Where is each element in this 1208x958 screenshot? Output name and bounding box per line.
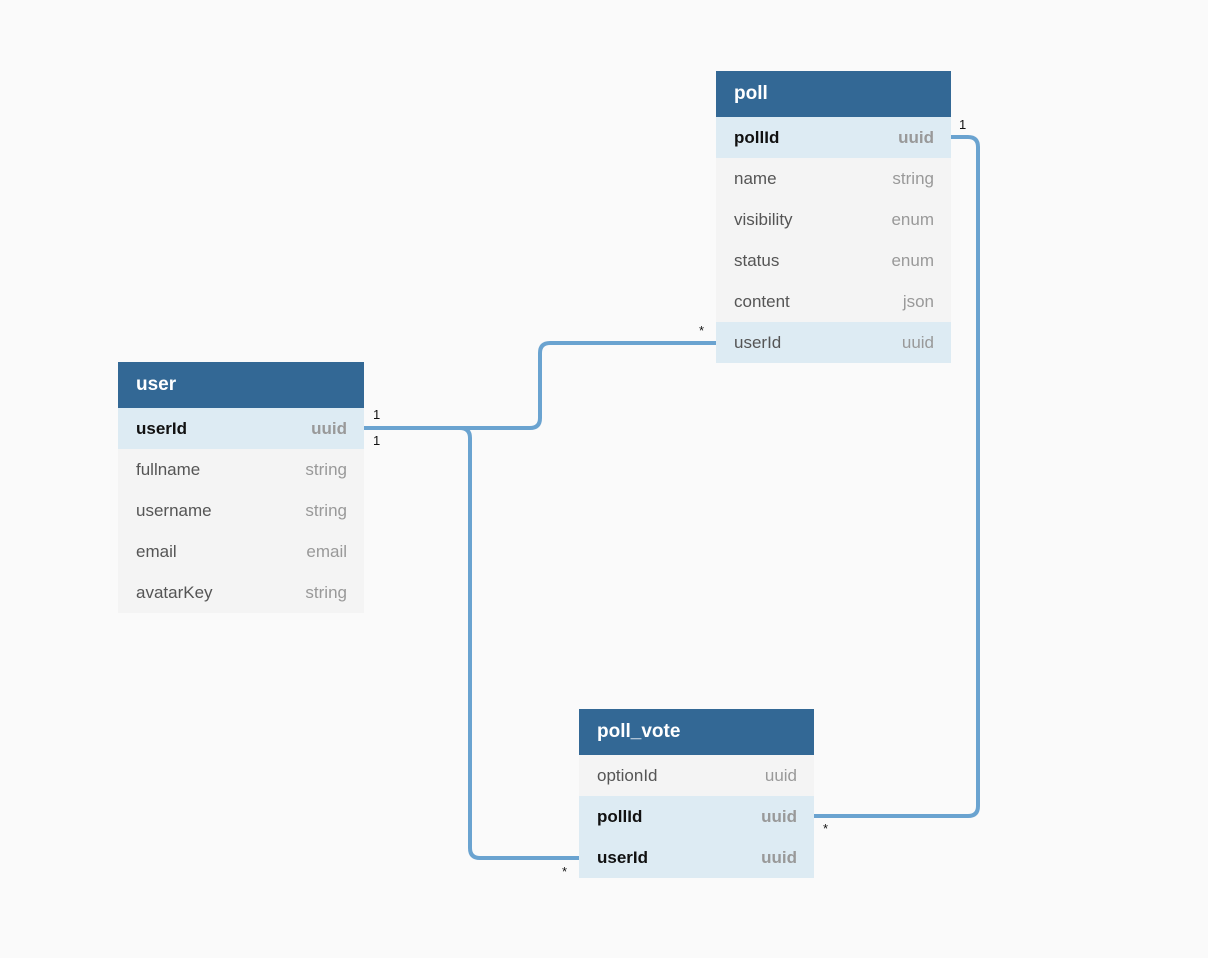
column-type: uuid xyxy=(761,847,797,867)
column-type: uuid xyxy=(311,418,347,438)
table-poll-vote[interactable]: poll_vote optionId uuid pollId uuid userId uu… xyxy=(579,709,814,878)
relation-user-poll[interactable] xyxy=(362,341,718,430)
table-row[interactable]: username string xyxy=(118,490,364,531)
table-rows-user: userId uuid fullname string username string em… xyxy=(118,408,364,613)
column-name: status xyxy=(734,250,780,270)
column-type: json xyxy=(902,291,934,311)
relation-poll-poll-vote[interactable] xyxy=(812,135,980,818)
relation-user-poll-vote[interactable] xyxy=(362,426,581,860)
column-name: optionId xyxy=(597,765,658,785)
column-name: username xyxy=(136,500,212,520)
column-type: string xyxy=(305,459,347,479)
column-type: string xyxy=(305,582,347,602)
column-type: uuid xyxy=(898,127,934,147)
column-type: uuid xyxy=(761,806,797,826)
table-row[interactable]: optionId uuid xyxy=(579,755,814,796)
table-row[interactable]: name string xyxy=(716,158,951,199)
cardinality-user-poll-from: 1 xyxy=(373,407,380,422)
column-type: enum xyxy=(891,250,934,270)
cardinality-poll-poll-vote-from: 1 xyxy=(959,117,966,132)
table-rows-poll-vote: optionId uuid pollId uuid userId uuid xyxy=(579,755,814,878)
column-name: avatarKey xyxy=(136,582,213,602)
table-row[interactable]: content json xyxy=(716,281,951,322)
table-user[interactable]: user userId uuid fullname string username str… xyxy=(118,362,364,613)
column-type: string xyxy=(892,168,934,188)
column-type: email xyxy=(306,541,347,561)
table-row[interactable]: fullname string xyxy=(118,449,364,490)
table-row[interactable]: pollId uuid xyxy=(716,117,951,158)
column-name: name xyxy=(734,168,777,188)
table-row[interactable]: visibility enum xyxy=(716,199,951,240)
table-row[interactable]: userId uuid xyxy=(118,408,364,449)
column-name: visibility xyxy=(734,209,793,229)
column-type: uuid xyxy=(764,765,797,785)
cardinality-user-poll-vote-from: 1 xyxy=(373,433,380,448)
table-row[interactable]: pollId uuid xyxy=(579,796,814,837)
cardinality-user-poll-vote-to: * xyxy=(562,864,567,879)
table-row[interactable]: email email xyxy=(118,531,364,572)
column-name: userId xyxy=(136,418,188,438)
column-name: fullname xyxy=(136,459,201,479)
table-row[interactable]: userId uuid xyxy=(716,322,951,363)
column-type: string xyxy=(305,500,347,520)
table-header-user[interactable]: user xyxy=(118,362,364,408)
table-header-poll[interactable]: poll xyxy=(716,71,951,117)
column-type: uuid xyxy=(901,332,934,352)
cardinality-poll-poll-vote-to: * xyxy=(823,821,828,836)
column-name: userId xyxy=(597,847,649,867)
table-row[interactable]: avatarKey string xyxy=(118,572,364,613)
column-type: enum xyxy=(891,209,934,229)
table-row[interactable]: userId uuid xyxy=(579,837,814,878)
column-name: content xyxy=(734,291,790,311)
table-row[interactable]: status enum xyxy=(716,240,951,281)
column-name: pollId xyxy=(597,806,643,826)
cardinality-user-poll-to: * xyxy=(699,323,704,338)
column-name: email xyxy=(136,541,177,561)
column-name: userId xyxy=(734,332,782,352)
column-name: pollId xyxy=(734,127,780,147)
table-header-poll-vote[interactable]: poll_vote xyxy=(579,709,814,755)
